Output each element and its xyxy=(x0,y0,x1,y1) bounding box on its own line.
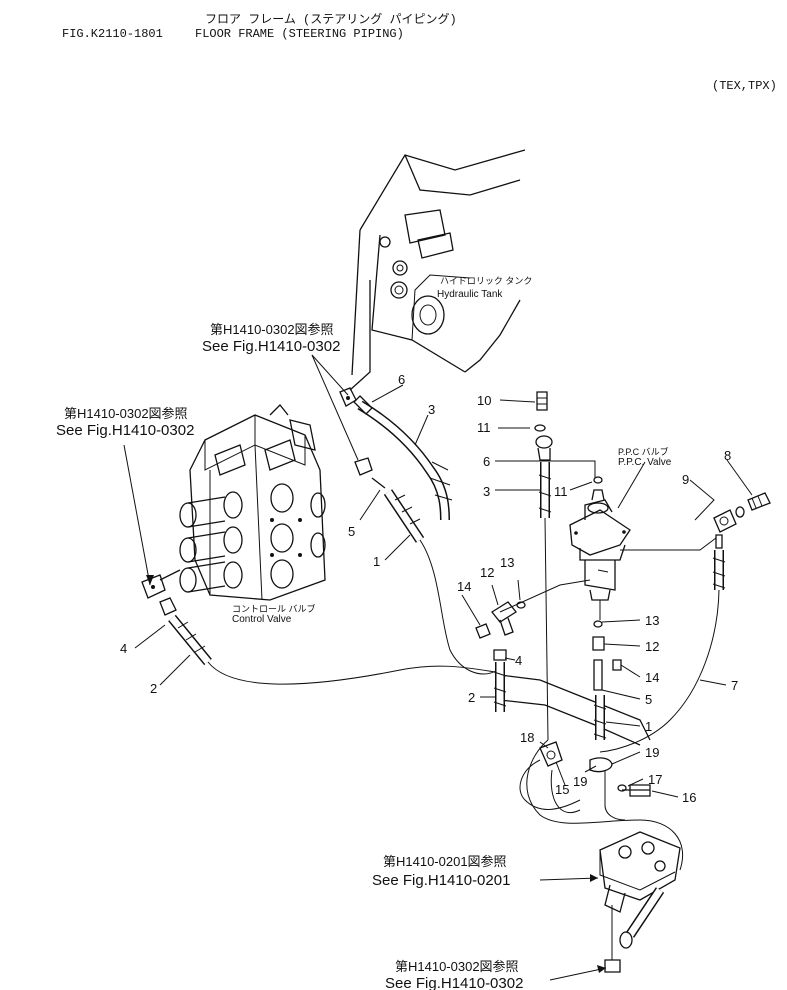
hydraulic-tank-drawing xyxy=(339,149,526,407)
reference-en-1: See Fig.H1410-0302 xyxy=(202,338,340,355)
control-valve-label-jp: コントロール バルブ xyxy=(232,603,316,614)
reference-jp-1: 第H1410-0302図参照 xyxy=(210,322,334,337)
callout-11: 11 xyxy=(477,420,491,435)
title-japanese: フロア フレーム (ステアリング パイピング) xyxy=(205,13,457,27)
tank-suction-hose xyxy=(353,395,453,521)
callout-15: 15 xyxy=(555,782,569,797)
callout-5: 5 xyxy=(348,524,355,539)
control-valve-hose-1 xyxy=(354,457,499,675)
title-english: FLOOR FRAME (STEERING PIPING) xyxy=(195,27,404,41)
figure-number: FIG.K2110-1801 xyxy=(62,27,163,41)
reference-en-4: See Fig.H1410-0302 xyxy=(385,975,523,990)
callout-7: 7 xyxy=(731,678,738,693)
ppc-return-hose xyxy=(599,492,771,753)
callout-14: 14 xyxy=(457,579,471,594)
steering-valve-drawing xyxy=(519,739,684,973)
callout-5: 5 xyxy=(645,692,652,707)
callout-1: 1 xyxy=(645,719,652,734)
callout-13: 13 xyxy=(500,555,514,570)
callout-3: 3 xyxy=(483,484,490,499)
callout-17: 17 xyxy=(648,772,662,787)
fittings-12-13-14-left xyxy=(475,579,591,639)
callout-16: 16 xyxy=(682,790,696,805)
reference-jp-4: 第H1410-0302図参照 xyxy=(395,959,519,974)
callout-13: 13 xyxy=(645,613,659,628)
callout-6: 6 xyxy=(483,454,490,469)
model-code: (TEX,TPX) xyxy=(712,79,777,93)
callout-2: 2 xyxy=(150,681,157,696)
control-valve-label: Control Valve xyxy=(232,614,292,625)
hydraulic-tank-label: Hydraulic Tank xyxy=(437,289,503,300)
callout-12: 12 xyxy=(480,565,494,580)
center-hose-2 xyxy=(493,649,507,712)
fittings-10-11 xyxy=(534,391,603,484)
callout-1: 1 xyxy=(373,554,380,569)
callout-10: 10 xyxy=(477,393,491,408)
ppc-valve-label-jp: P.P.C バルブ xyxy=(618,446,669,457)
callout-2: 2 xyxy=(468,690,475,705)
reference-en-2: See Fig.H1410-0302 xyxy=(56,422,194,439)
ppc-valve-label: P.P.C. Valve xyxy=(618,457,672,468)
callout-3: 3 xyxy=(428,402,435,417)
callout-9: 9 xyxy=(682,472,689,487)
callout-4: 4 xyxy=(515,653,522,668)
callout-4: 4 xyxy=(120,641,127,656)
callout-14: 14 xyxy=(645,670,659,685)
callout-18: 18 xyxy=(520,730,534,745)
callout-19: 19 xyxy=(573,774,587,789)
control-valve-hose-2 xyxy=(159,597,496,685)
callout-8: 8 xyxy=(724,448,731,463)
control-valve-drawing xyxy=(141,404,326,601)
reference-jp-2: 第H1410-0302図参照 xyxy=(64,406,188,421)
center-hose-3 xyxy=(535,435,553,741)
callout-11: 11 xyxy=(554,484,568,499)
leader-lines xyxy=(123,354,753,981)
callout-6: 6 xyxy=(398,372,405,387)
ppc-valve-drawing xyxy=(569,489,631,601)
callout-12: 12 xyxy=(645,639,659,654)
callout-19: 19 xyxy=(645,745,659,760)
reference-jp-3: 第H1410-0201図参照 xyxy=(383,854,507,869)
hydraulic-tank-label-jp: ハイドロリック タンク xyxy=(440,276,532,286)
reference-en-3: See Fig.H1410-0201 xyxy=(372,872,510,889)
fittings-12-13-14-right xyxy=(592,600,622,740)
